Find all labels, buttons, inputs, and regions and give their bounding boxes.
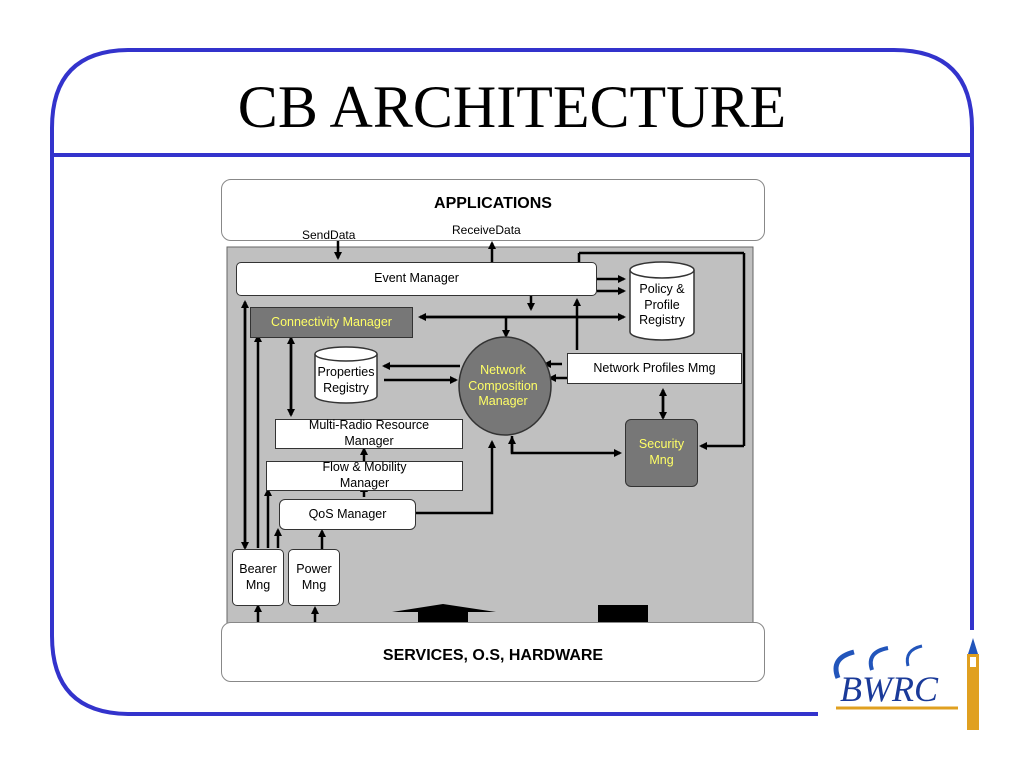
network-composition-line-3: Manager [478, 394, 528, 409]
network-composition-line-1: Network [480, 363, 526, 377]
qos-manager-box: QoS Manager [279, 499, 416, 530]
qos-manager-label: QoS Manager [308, 506, 387, 521]
network-profiles-label: Network Profiles Mmg [593, 360, 716, 375]
database-cylinder-icon [629, 261, 695, 341]
send-data-label: SendData [302, 228, 356, 242]
campanile-tower-icon [967, 638, 979, 730]
bwrc-logo-graphic: BWRC [833, 638, 979, 730]
multi-radio-line-1: Multi-Radio Resource [308, 418, 430, 433]
services-label: SERVICES, O.S, HARDWARE [382, 647, 604, 664]
policy-registry-cylinder: Policy & Profile Registry [628, 260, 696, 342]
bwrc-logo-text: BWRC [840, 669, 939, 709]
multi-radio-box: Multi-Radio Resource Manager [275, 418, 463, 449]
network-composition-label: Network Composition Manager [458, 363, 548, 410]
database-cylinder-icon [314, 346, 378, 404]
bearer-mng-box: Bearer Mng [232, 549, 284, 606]
applications-label: APPLICATIONS [434, 195, 552, 212]
flow-mobility-line-2: Manager [339, 476, 390, 490]
multi-radio-line-2: Manager [344, 434, 394, 448]
network-composition-line-2: Composition [468, 378, 538, 393]
bearer-mng-line-1: Bearer [239, 561, 277, 576]
receive-data-label: ReceiveData [452, 223, 521, 237]
security-mng-line-1: Security [638, 437, 685, 452]
policy-registry-line-3: Registry [639, 313, 685, 328]
power-mng-box: Power Mng [288, 549, 340, 606]
connectivity-manager-box: Connectivity Manager [250, 307, 413, 338]
security-mng-box: Security Mng [625, 419, 698, 487]
slide-title: CB ARCHITECTURE [237, 74, 787, 140]
event-manager-label: Event Manager [374, 271, 459, 286]
power-mng-line-1: Power [296, 561, 332, 576]
services-box: SERVICES, O.S, HARDWARE [221, 622, 765, 682]
security-mng-line-2: Mng [649, 453, 674, 467]
bwrc-logo: BWRC [826, 636, 996, 736]
power-mng-line-2: Mng [301, 577, 327, 592]
properties-registry-cylinder: Properties Registry [313, 346, 379, 406]
bearer-mng-line-2: Mng [245, 577, 271, 592]
flow-mobility-line-1: Flow & Mobility [322, 460, 407, 475]
block-arrow-down [572, 605, 674, 638]
network-composition-circle [458, 336, 552, 436]
properties-registry-line-2: Registry [323, 380, 369, 395]
flow-mobility-box: Flow & Mobility Manager [266, 460, 463, 491]
policy-registry-line-1: Policy & [639, 282, 685, 296]
connectivity-manager-label: Connectivity Manager [271, 314, 392, 329]
applications-box: APPLICATIONS [221, 179, 765, 241]
event-manager-box: Event Manager [236, 262, 597, 296]
network-profiles-box: Network Profiles Mmg [567, 353, 742, 384]
policy-registry-line-2: Profile [644, 297, 680, 312]
properties-registry-line-1: Properties [317, 365, 375, 379]
